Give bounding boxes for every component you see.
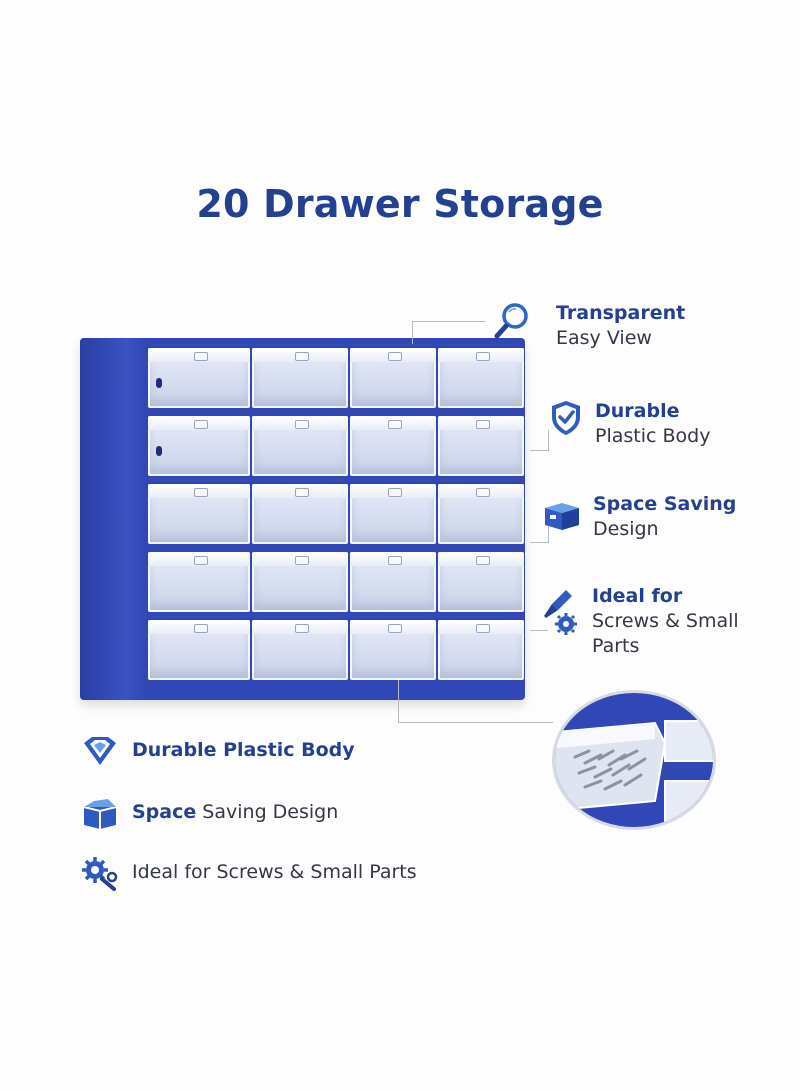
- shield-check-icon: [546, 398, 586, 438]
- drawer-handle: [194, 488, 208, 497]
- feature-subtitle: Design: [593, 518, 659, 540]
- drawer-handle: [388, 352, 402, 361]
- drawer-cabinet-image: [80, 338, 525, 700]
- box-icon: [542, 496, 582, 536]
- drawer-closeup-image: [552, 690, 716, 830]
- feature-title: Durable: [595, 400, 680, 422]
- feature-title: Space Saving: [593, 493, 737, 515]
- drawer-handle: [295, 352, 309, 361]
- drawer-handle: [476, 556, 490, 565]
- drawer: [252, 484, 348, 544]
- drawer: [438, 348, 524, 408]
- screwdriver-gear-icon: [540, 588, 580, 635]
- wall-mount-hole: [156, 378, 162, 388]
- drawer: [438, 552, 524, 612]
- drawer-handle: [388, 420, 402, 429]
- drawer-handle: [194, 624, 208, 633]
- drawer-handle: [295, 420, 309, 429]
- feature-subtitle-line: Parts: [592, 635, 640, 657]
- wall-mount-hole: [156, 446, 162, 456]
- drawer: [350, 348, 436, 408]
- drawer: [148, 552, 250, 612]
- drawer: [438, 484, 524, 544]
- feature-title: Ideal for: [592, 585, 683, 607]
- feature-subtitle: Plastic Body: [595, 425, 711, 447]
- benefit-text: Space Saving Design: [132, 801, 339, 823]
- drawer-handle: [476, 488, 490, 497]
- leader-line: [530, 522, 549, 543]
- drawer-handle: [476, 352, 490, 361]
- drawer: [350, 620, 436, 680]
- gears-wrench-icon: [80, 855, 120, 891]
- drawer: [252, 552, 348, 612]
- drawer-handle: [295, 624, 309, 633]
- magnifier-icon: [492, 300, 532, 340]
- drawer: [438, 416, 524, 476]
- drawer: [148, 484, 250, 544]
- drawer: [148, 416, 250, 476]
- drawer: [252, 620, 348, 680]
- drawer: [438, 620, 524, 680]
- drawer-handle: [388, 624, 402, 633]
- diamond-shield-icon: [80, 733, 120, 769]
- leader-line: [530, 630, 548, 631]
- drawer-handle: [295, 556, 309, 565]
- drawer-handle: [194, 556, 208, 565]
- drawer: [350, 552, 436, 612]
- drawer: [252, 416, 348, 476]
- drawer-handle: [476, 420, 490, 429]
- drawer: [148, 348, 250, 408]
- open-box-icon: [80, 795, 120, 831]
- drawer-handle: [194, 352, 208, 361]
- drawer: [350, 416, 436, 476]
- drawer: [148, 620, 250, 680]
- drawer-handle: [388, 556, 402, 565]
- drawer-handle: [476, 624, 490, 633]
- feature-subtitle-line: Screws & Small: [592, 610, 739, 632]
- feature-title: Transparent: [556, 302, 686, 324]
- cabinet-side-panel: [80, 338, 146, 700]
- benefit-text: Ideal for Screws & Small Parts: [132, 861, 417, 883]
- drawer-handle: [194, 420, 208, 429]
- leader-line: [412, 321, 485, 344]
- drawer: [252, 348, 348, 408]
- leader-line: [530, 430, 549, 451]
- drawer-handle: [295, 488, 309, 497]
- leader-line: [398, 680, 553, 723]
- feature-subtitle: Easy View: [556, 327, 652, 349]
- drawer: [350, 484, 436, 544]
- drawer-handle: [388, 488, 402, 497]
- benefit-text: Durable Plastic Body: [132, 739, 355, 761]
- page-title: 20 Drawer Storage: [196, 182, 604, 226]
